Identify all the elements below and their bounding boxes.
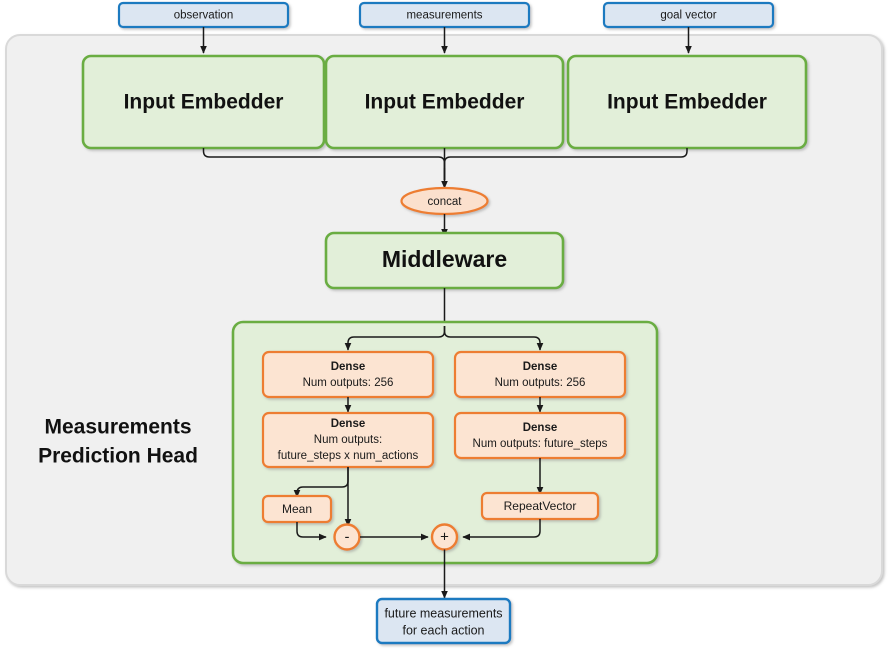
concat-label: concat <box>428 196 463 208</box>
mean-to-minus-path <box>296 522 327 541</box>
input-embedder-measurements: Input Embedder <box>324 54 565 150</box>
left-dense-1-title: Dense <box>331 361 366 373</box>
right-dense-2-subtitle: Num outputs: future_steps <box>473 438 608 450</box>
right-dense-1: Dense Num outputs: 256 <box>453 350 627 399</box>
head-title-line2: Prediction Head <box>38 445 198 468</box>
input-box-goal-vector: goal vector <box>602 1 775 29</box>
right-dense-2: Dense Num outputs: future_steps <box>453 411 627 460</box>
add-operator-node: + <box>430 523 459 551</box>
mean-node: Mean <box>261 494 333 524</box>
repeatvector-to-add-path <box>462 519 541 541</box>
subtract-operator-node: - <box>333 523 361 551</box>
output-label-line1: future measurements <box>384 606 502 620</box>
left-dense-1-subtitle: Num outputs: 256 <box>303 377 394 389</box>
head-title-line1: Measurements <box>44 416 191 439</box>
input-label-observation: observation <box>174 10 233 22</box>
input-label-goal-vector: goal vector <box>660 10 716 22</box>
input-label-measurements: measurements <box>406 10 482 22</box>
input-embedder-observation: Input Embedder <box>81 54 326 150</box>
input-embedder-label: Input Embedder <box>607 91 767 114</box>
left-dense-2: Dense Num outputs: future_steps x num_ac… <box>261 411 435 469</box>
input-embedder-label: Input Embedder <box>124 91 284 114</box>
branch-split-right <box>443 326 544 351</box>
subtract-operator-label: - <box>345 528 350 545</box>
left-dense-2-subtitle-2: future_steps x num_actions <box>278 450 419 462</box>
input-box-measurements: measurements <box>358 1 531 29</box>
left-dense-2-title: Dense <box>331 418 366 430</box>
right-dense-1-subtitle: Num outputs: 256 <box>495 377 586 389</box>
right-dense-1-title: Dense <box>523 361 558 373</box>
mean-label: Mean <box>282 502 312 516</box>
middleware-label: Middleware <box>382 246 507 272</box>
repeat-vector-label: RepeatVector <box>504 499 577 513</box>
input-embedder-label: Input Embedder <box>365 91 525 114</box>
middleware-node: Middleware <box>324 231 565 290</box>
output-label-line2: for each action <box>403 623 485 637</box>
right-dense-2-title: Dense <box>523 422 558 434</box>
left-dense-2-subtitle-1: Num outputs: <box>314 434 382 446</box>
concat-node: concat <box>400 186 489 216</box>
merge-path-goal-vector <box>443 148 688 180</box>
add-operator-label: + <box>440 528 449 545</box>
repeat-vector-node: RepeatVector <box>480 491 600 521</box>
output-box: future measurements for each action <box>375 597 512 645</box>
input-box-observation: observation <box>117 1 290 29</box>
input-embedder-goal-vector: Input Embedder <box>566 54 808 150</box>
left-dense-1: Dense Num outputs: 256 <box>261 350 435 399</box>
